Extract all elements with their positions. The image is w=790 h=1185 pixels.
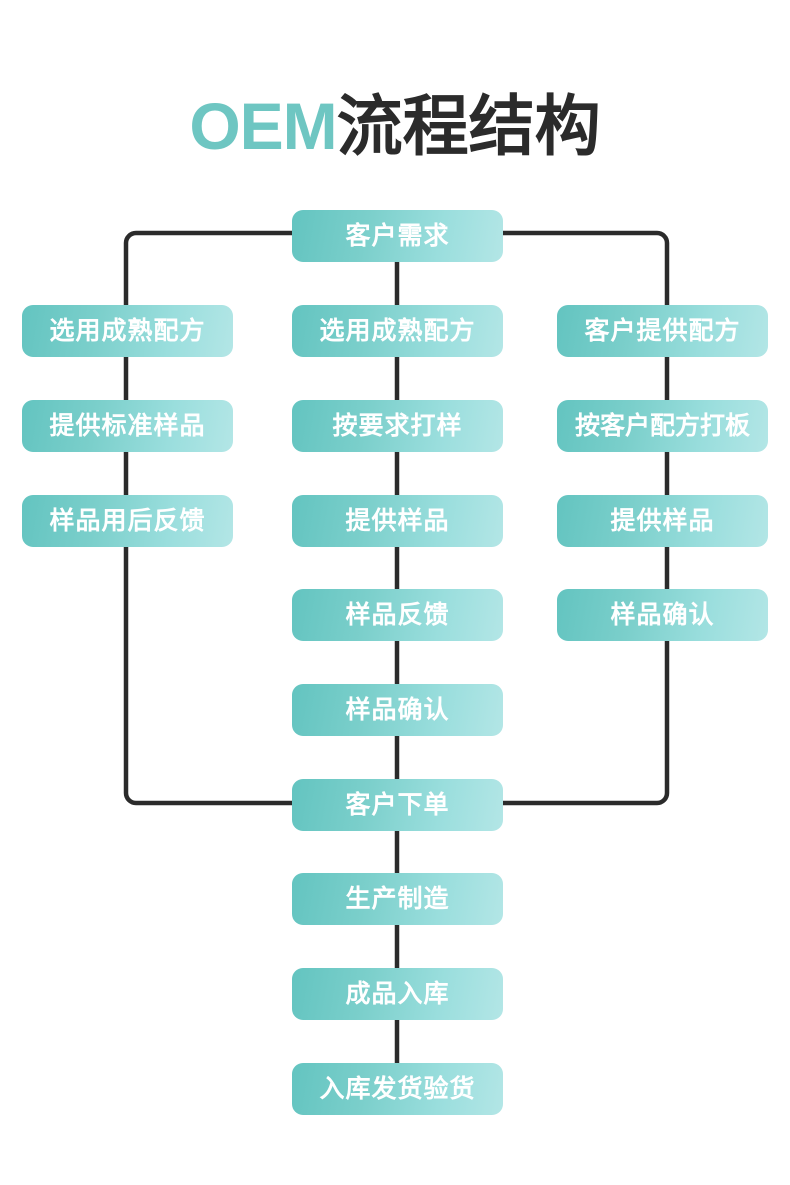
node-mid-mature-formula[interactable]: 选用成熟配方 bbox=[292, 305, 503, 357]
node-right-sample-by-customer-formula[interactable]: 按客户配方打板 bbox=[557, 400, 768, 452]
title-chinese: 流程结构 bbox=[336, 88, 601, 165]
node-customer-order[interactable]: 客户下单 bbox=[292, 779, 503, 831]
node-mid-sample-confirm[interactable]: 样品确认 bbox=[292, 684, 503, 736]
node-left-standard-sample[interactable]: 提供标准样品 bbox=[22, 400, 233, 452]
node-mid-sample-on-request[interactable]: 按要求打样 bbox=[292, 400, 503, 452]
node-left-sample-feedback[interactable]: 样品用后反馈 bbox=[22, 495, 233, 547]
node-finished-goods-warehouse[interactable]: 成品入库 bbox=[292, 968, 503, 1020]
node-customer-requirement[interactable]: 客户需求 bbox=[292, 210, 503, 262]
node-mid-sample-feedback[interactable]: 样品反馈 bbox=[292, 589, 503, 641]
node-right-customer-formula[interactable]: 客户提供配方 bbox=[557, 305, 768, 357]
node-right-provide-sample[interactable]: 提供样品 bbox=[557, 495, 768, 547]
node-production[interactable]: 生产制造 bbox=[292, 873, 503, 925]
page-title: OEM流程结构 bbox=[0, 86, 790, 167]
node-mid-provide-sample[interactable]: 提供样品 bbox=[292, 495, 503, 547]
title-oem: OEM bbox=[189, 89, 337, 163]
node-left-mature-formula[interactable]: 选用成熟配方 bbox=[22, 305, 233, 357]
node-shipping-inspection[interactable]: 入库发货验货 bbox=[292, 1063, 503, 1115]
node-right-sample-confirm[interactable]: 样品确认 bbox=[557, 589, 768, 641]
